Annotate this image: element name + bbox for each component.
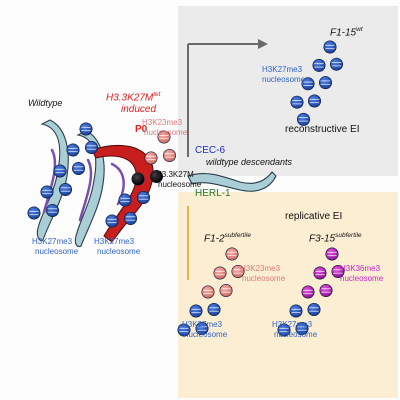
h3k27me3-nucleosome <box>105 214 119 228</box>
h3k23me3-nucleosome <box>201 285 215 299</box>
wildtype-label: Wildtype <box>28 98 63 108</box>
h3k27me3-nucleosome <box>307 94 321 108</box>
h3k27me3-nucleosome <box>289 304 303 318</box>
h3k23me3-nucleosome <box>144 151 158 165</box>
h3k27me3-nucleosome <box>312 58 326 72</box>
replicative-ei-label: replicative EI <box>285 211 343 222</box>
nucleosome-chain-f1-15 <box>290 40 343 126</box>
reconstructive-arrow <box>187 39 268 157</box>
h33k27m-label: H3.3K27M <box>156 170 194 179</box>
h3k27me3-nucleosome <box>58 183 72 197</box>
herl1-label: HERL-1 <box>195 188 231 199</box>
h3k36me3-label: H3K36me3 <box>340 264 381 273</box>
h33k27m-nucleosome <box>131 172 145 186</box>
nucleosome-topright-label: nucleosome <box>262 75 306 84</box>
h3k27me3-nucleosome <box>79 122 93 136</box>
nucleosome-chain-wildtype <box>27 122 99 220</box>
h3k27me3-nucleosome <box>323 40 337 54</box>
h3k27me3-left-label: H3K27me3 <box>32 237 73 246</box>
h3k27me3-nucleosome <box>301 77 315 91</box>
h3k36me3-nucleosome <box>319 283 333 297</box>
h3k27me3-nucleosome <box>318 76 332 90</box>
nucleosome-chain-p0 <box>105 130 177 228</box>
h3k27me3-nucleosome <box>27 206 41 220</box>
h3k27me3-nucleosome <box>177 323 191 337</box>
nucleosome-left-label: nucleosome <box>35 247 79 256</box>
reconstructive-ei-panel <box>178 6 398 176</box>
h3k27me3-nucleosome <box>295 321 309 335</box>
h3k36me3-nucleosome <box>325 247 339 261</box>
wildtype-worm-left <box>36 119 69 241</box>
h3k27me3-nucleosome <box>53 164 67 178</box>
h3k27me3-nucleosome <box>118 193 132 207</box>
nucleosome-chain-f1-2 <box>177 247 245 337</box>
wildtype-descendants-label: wildtype descendants <box>206 157 293 167</box>
h3k27me3-bl-label: H3K27me3 <box>182 320 223 329</box>
f3-15-subfertile-label: F3-15subfertile <box>309 232 362 245</box>
h3k27me3-nucleosome <box>72 162 86 176</box>
f1-15-wt-label: F1-15wt <box>330 26 363 39</box>
nucleosome-bl-label: nucleosome <box>184 330 228 339</box>
h3k23me3-nucleosome <box>163 149 177 163</box>
nucleosome-top-label: nucleosome <box>144 128 188 137</box>
h33k27m-induced-title: H3.3K27Mtet <box>106 91 161 104</box>
h3k27me3-nucleosome <box>329 57 343 71</box>
h3k27me3-nucleosome <box>85 141 99 155</box>
cec6-label: CEC-6 <box>195 145 226 156</box>
replicative-ei-panel <box>178 192 398 398</box>
h3k27me3-nucleosome <box>189 304 203 318</box>
h3k23me3-br-label: H3K23me3 <box>240 264 281 273</box>
h3k36me3-nucleosome <box>301 285 315 299</box>
h3k27me3-mid-label: H3K27me3 <box>94 237 135 246</box>
h3k23me3-top-label: H3K23me3 <box>142 118 183 127</box>
wildtype-worm-right <box>74 130 105 248</box>
nucleosome-mid-label: nucleosome <box>158 180 202 189</box>
h3k27me3-nucleosome <box>124 212 138 226</box>
h3k27me3-nucleosome <box>277 323 291 337</box>
h3k23me3-nucleosome <box>225 247 239 261</box>
descendant-worm <box>187 171 277 192</box>
h3k23me3-nucleosome <box>157 130 171 144</box>
h3k36me3-nucleosome <box>331 264 345 278</box>
h3k27me3-topright-label: H3K27me3 <box>262 65 303 74</box>
h3k27me3-nucleosome <box>195 321 209 335</box>
h3k27me3-nucleosome <box>66 143 80 157</box>
h3k27me3-nucleosome <box>296 112 310 126</box>
h3k23me3-nucleosome <box>213 266 227 280</box>
h3k27me3-nucleosome <box>137 191 151 205</box>
h3k23me3-nucleosome <box>219 283 233 297</box>
induced-label: induced <box>121 104 157 115</box>
h3k27me3-nucleosome <box>290 95 304 109</box>
p0-label: P0 <box>135 124 148 135</box>
nucleosome-layer <box>27 40 345 337</box>
h3k23me3-nucleosome <box>231 264 245 278</box>
reconstructive-ei-label: reconstructive EI <box>285 124 360 135</box>
nucleosome-bc-label: nucleosome <box>274 330 318 339</box>
h3k36me3-nucleosome <box>313 266 327 280</box>
nucleosome-br2-label: nucleosome <box>340 274 384 283</box>
h3k27me3-bc-label: H3K27me3 <box>272 320 313 329</box>
h3k27me3-nucleosome <box>45 204 59 218</box>
h33k27m-nucleosome <box>150 170 164 184</box>
h3k27me3-nucleosome <box>207 302 221 316</box>
nucleosome-chain-f3-15 <box>277 247 345 337</box>
nucleosome-br1-label: nucleosome <box>242 274 286 283</box>
h3k27me3-nucleosome <box>307 302 321 316</box>
nucleosome-mid2-label: nucleosome <box>97 247 141 256</box>
h3k27me3-nucleosome <box>40 185 54 199</box>
f1-2-subfertile-label: F1-2subfertile <box>204 232 251 245</box>
